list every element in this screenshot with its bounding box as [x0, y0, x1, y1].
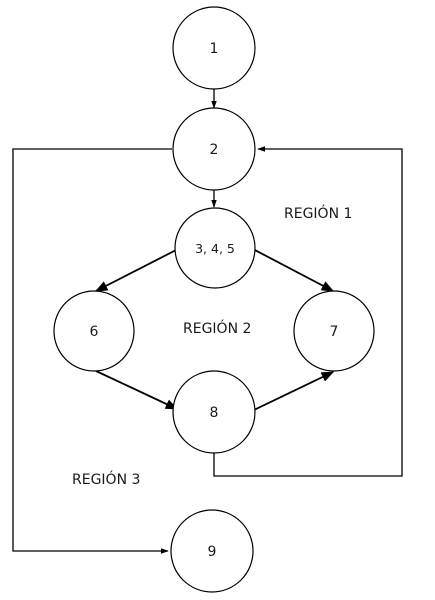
- node-7-label: 7: [330, 324, 339, 340]
- node-8-circle: [172, 370, 256, 454]
- edge-8-to-2-loop: [213, 146, 403, 477]
- node-6-circle: [53, 290, 135, 372]
- node-6-label: 6: [90, 324, 99, 340]
- node-345-circle: [174, 207, 256, 289]
- node-8: 8: [172, 370, 256, 454]
- edge-6-to-8: [95, 370, 179, 410]
- region-1-label: REGIÓN 1: [284, 204, 352, 222]
- region-2-label: REGIÓN 2: [183, 319, 251, 337]
- node-1: 1: [172, 6, 256, 90]
- edge-8-to-7: [253, 371, 335, 411]
- node-9-circle: [170, 509, 254, 593]
- node-1-circle: [172, 6, 256, 90]
- node-2-label: 2: [210, 142, 219, 158]
- edge-345-to-7: [250, 247, 335, 292]
- node-9-label: 9: [208, 544, 217, 560]
- node-9: 9: [170, 509, 254, 593]
- region-3-label: REGIÓN 3: [72, 470, 140, 488]
- node-8-label: 8: [210, 405, 219, 421]
- node-7: 7: [293, 290, 375, 372]
- edge-345-to-6: [94, 247, 181, 292]
- edge-2-to-9: [12, 148, 172, 554]
- node-345: 3, 4, 5: [174, 207, 256, 289]
- node-345-label: 3, 4, 5: [195, 241, 235, 256]
- node-1-label: 1: [210, 41, 219, 57]
- edges: [12, 89, 403, 554]
- node-2: 2: [172, 107, 256, 191]
- node-6: 6: [53, 290, 135, 372]
- node-2-circle: [172, 107, 256, 191]
- node-7-circle: [293, 290, 375, 372]
